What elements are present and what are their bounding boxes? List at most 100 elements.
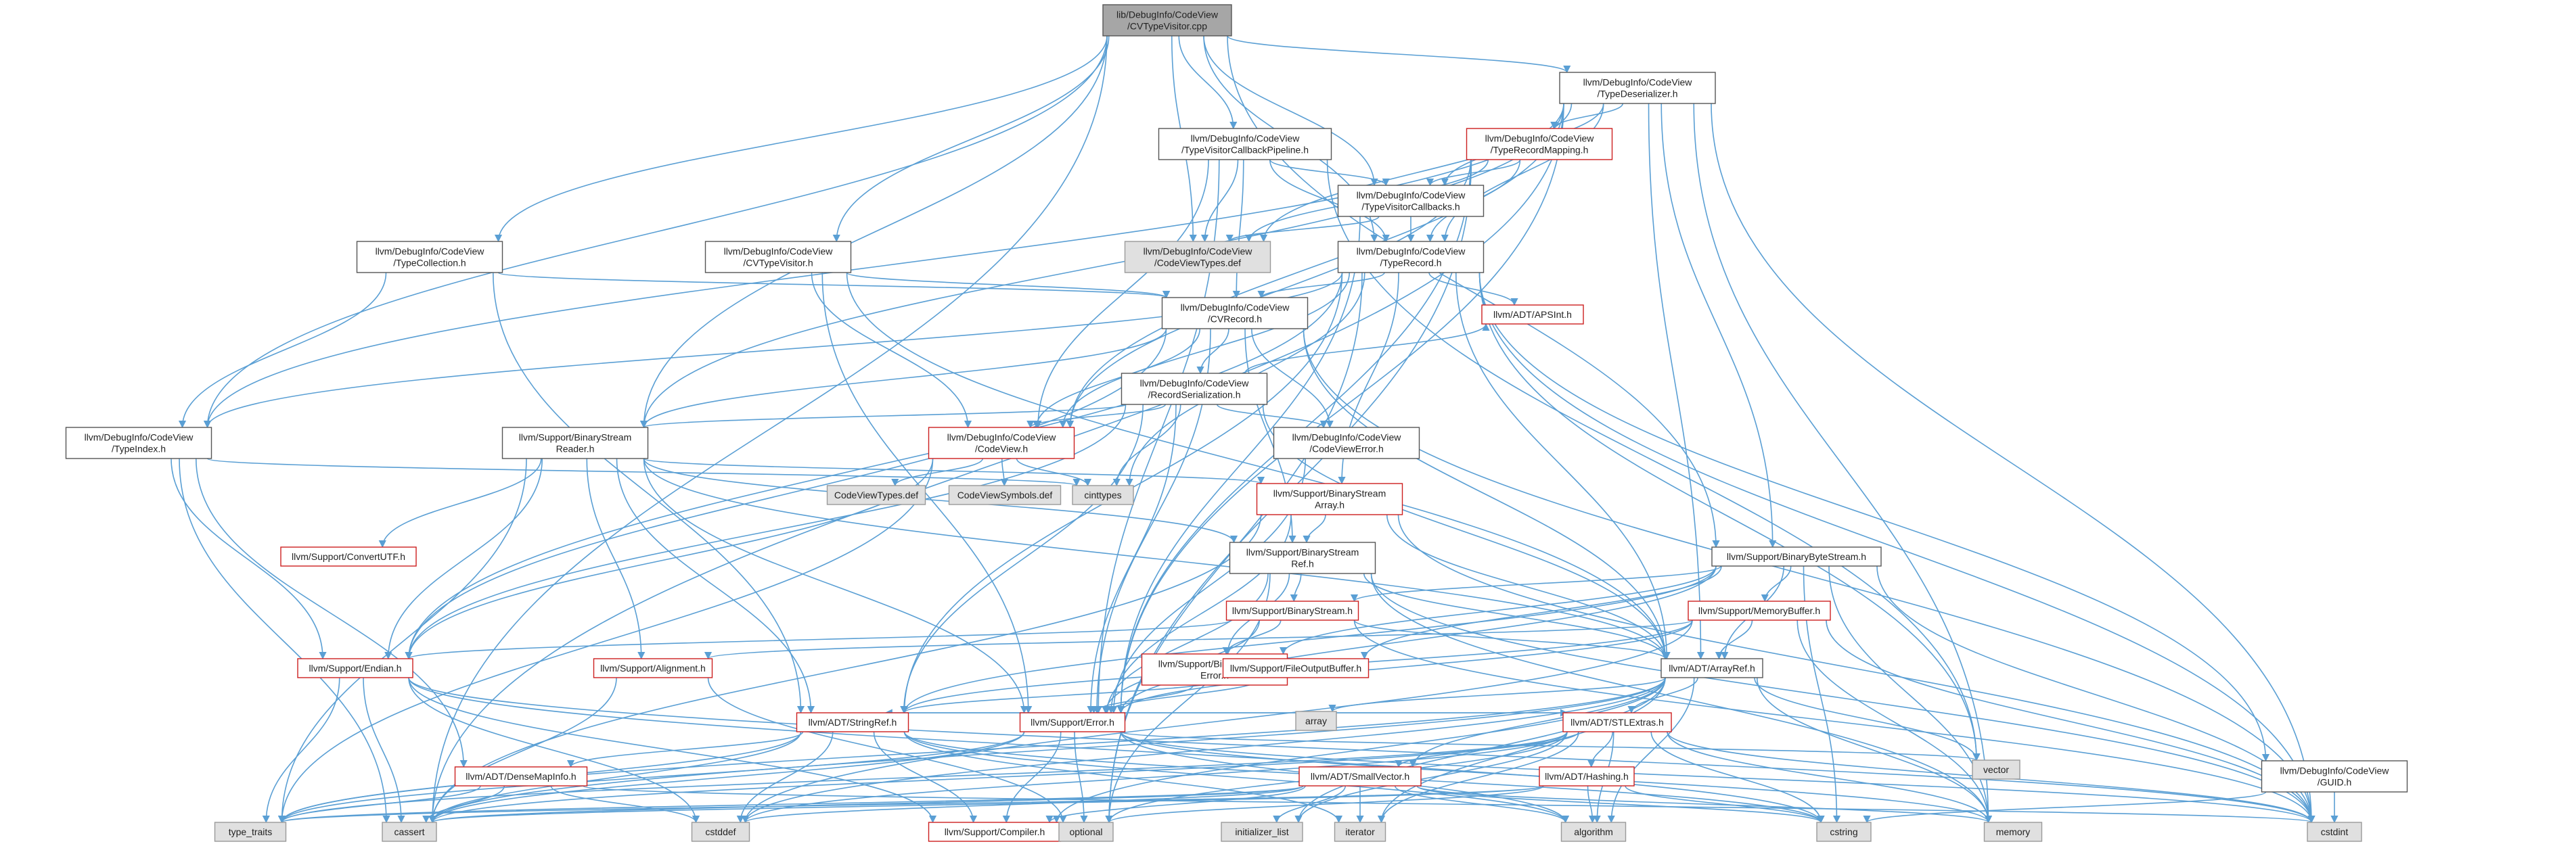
edge-BinaryStreamReader-to-Error: [643, 458, 1029, 714]
edge-ArrayRef-to-vector: [1754, 677, 1981, 761]
node-MemoryBuffer[interactable]: llvm/Support/MemoryBuffer.h: [1688, 601, 1831, 621]
node-TypeVisitorCallbacks-label-line: llvm/DebugInfo/CodeView: [1357, 190, 1466, 201]
edge-TypeCollection-to-CVRecord: [497, 272, 1170, 299]
node-APSInt[interactable]: llvm/ADT/APSInt.h: [1481, 304, 1584, 325]
node-CVRecord-label-line: /CVRecord.h: [1208, 314, 1262, 325]
edge-BinaryStream-to-cstdint: [1353, 619, 2315, 824]
node-cstddef: cstddef: [691, 822, 750, 842]
node-vector-label-line: vector: [1983, 764, 2009, 775]
node-TypeRecord[interactable]: llvm/DebugInfo/CodeView/TypeRecord.h: [1337, 241, 1485, 273]
edge-SmallVector-to-algorithm: [1394, 785, 1569, 824]
node-TypeRecord-box: [1337, 241, 1485, 273]
node-BinaryStreamRef-label-line: llvm/Support/BinaryStream: [1246, 547, 1359, 558]
node-TypeDeserializer-box: [1559, 72, 1716, 104]
node-CodeViewTypesDef-box: [826, 485, 926, 505]
node-ArrayRef[interactable]: llvm/ADT/ArrayRef.h: [1660, 658, 1763, 678]
edge-BinaryStreamReader-to-ArrayRef: [643, 458, 1669, 660]
node-GUID-label-line: /GUID.h: [2318, 777, 2352, 788]
node-Alignment[interactable]: llvm/Support/Alignment.h: [593, 658, 713, 678]
edge-MemoryBuffer-to-Alignment: [704, 619, 1693, 660]
edge-BinaryStreamArray-to-cstdint: [1397, 514, 2315, 824]
node-cinttypes-label-line: cinttypes: [1084, 490, 1121, 500]
node-Endian-label-line: llvm/Support/Endian.h: [309, 663, 402, 674]
edge-root-to-BinaryStreamReader: [639, 35, 1108, 429]
edge-CVRecord-to-Endian: [405, 328, 1167, 660]
edge-BinaryStreamRef-to-BinaryStream: [1290, 573, 1302, 603]
node-CodeView[interactable]: llvm/DebugInfo/CodeView/CodeView.h: [928, 427, 1075, 459]
node-BinaryStream-label-line: llvm/Support/BinaryStream.h: [1232, 605, 1353, 616]
node-TypeDeserializer-label-line: /TypeDeserializer.h: [1597, 89, 1677, 99]
node-layer: lib/DebugInfo/CodeView/CVTypeVisitor.cpp…: [65, 4, 2408, 842]
node-BinaryStream[interactable]: llvm/Support/BinaryStream.h: [1225, 601, 1359, 621]
edge-DenseMapInfo-to-cstddef: [550, 785, 700, 824]
node-RecordSerialization[interactable]: llvm/DebugInfo/CodeView/RecordSerializat…: [1121, 373, 1268, 405]
node-CodeViewSymbolsDef-label-line: CodeViewSymbols.def: [957, 490, 1053, 500]
node-BinaryByteStream[interactable]: llvm/Support/BinaryByteStream.h: [1711, 546, 1882, 567]
edge-TypeDeserializer-to-TypeIndex: [203, 103, 1564, 429]
edge-CVRecord-to-ArrayRef: [1303, 328, 1669, 660]
node-CVTypeVisitor[interactable]: llvm/DebugInfo/CodeView/CVTypeVisitor.h: [704, 241, 852, 273]
node-TypeVisitorCallbacks-box: [1337, 185, 1485, 217]
node-cstdint-label-line: cstdint: [2321, 826, 2349, 837]
node-CodeViewError[interactable]: llvm/DebugInfo/CodeView/CodeViewError.h: [1273, 427, 1420, 459]
edge-ArrayRef-to-algorithm: [1607, 677, 1695, 824]
edge-root-to-TypeVisitorCallbackPipeline: [1178, 35, 1238, 130]
node-cstdint: cstdint: [2307, 822, 2362, 842]
edge-TypeRecord-to-CodeView: [1059, 272, 1351, 429]
node-TypeCollection[interactable]: llvm/DebugInfo/CodeView/TypeCollection.h: [356, 241, 503, 273]
edge-DenseMapInfo-to-type_traits: [278, 785, 481, 824]
node-STLExtras[interactable]: llvm/ADT/STLExtras.h: [1562, 712, 1672, 732]
edge-TypeIndex-to-cinttypes: [206, 458, 1080, 487]
node-cassert: cassert: [382, 822, 437, 842]
node-iterator-label-line: iterator: [1345, 826, 1375, 837]
node-CVRecord[interactable]: llvm/DebugInfo/CodeView/CVRecord.h: [1161, 297, 1309, 329]
node-Error[interactable]: llvm/Support/Error.h: [1019, 712, 1126, 732]
node-array-box: [1295, 711, 1337, 731]
node-SmallVector[interactable]: llvm/ADT/SmallVector.h: [1298, 766, 1422, 787]
edge-Hashing-to-type_traits: [278, 785, 1544, 824]
node-TypeVisitorCallbacks[interactable]: llvm/DebugInfo/CodeView/TypeVisitorCallb…: [1337, 185, 1485, 217]
edge-SmallVector-to-initializer_list: [1273, 785, 1347, 824]
edge-STLExtras-to-iterator: [1377, 731, 1579, 824]
node-FileOutputBuffer[interactable]: llvm/Support/FileOutputBuffer.h: [1222, 658, 1370, 678]
node-root[interactable]: lib/DebugInfo/CodeView/CVTypeVisitor.cpp: [1102, 4, 1232, 37]
node-BinaryStreamReader-box: [501, 427, 649, 459]
node-APSInt-box: [1481, 304, 1584, 325]
node-initializer_list: initializer_list: [1221, 822, 1303, 842]
node-cinttypes-box: [1072, 485, 1134, 505]
node-FileOutputBuffer-label-line: llvm/Support/FileOutputBuffer.h: [1230, 663, 1361, 674]
edge-RecordSerialization-to-BinaryStreamReader: [640, 404, 1127, 429]
edge-CodeView-to-cinttypes: [1016, 458, 1092, 487]
edge-TypeDeserializer-to-TypeRecord: [1441, 103, 1604, 243]
node-BinaryStreamError-label-line: Error.h: [1200, 670, 1229, 681]
node-CodeViewSymbolsDef-box: [948, 485, 1062, 505]
node-Hashing[interactable]: llvm/ADT/Hashing.h: [1539, 766, 1635, 787]
node-GUID[interactable]: llvm/DebugInfo/CodeView/GUID.h: [2261, 760, 2408, 793]
node-STLExtras-box: [1562, 712, 1672, 732]
edge-CVTypeVisitor-to-CVRecord: [846, 272, 1171, 299]
node-Endian[interactable]: llvm/Support/Endian.h: [297, 658, 413, 678]
node-TypeVisitorCallbackPipeline[interactable]: llvm/DebugInfo/CodeView/TypeVisitorCallb…: [1158, 128, 1332, 160]
node-CodeViewSymbolsDef: CodeViewSymbols.def: [948, 485, 1062, 505]
node-Compiler[interactable]: llvm/Support/Compiler.h: [928, 822, 1062, 842]
node-TypeRecordMapping[interactable]: llvm/DebugInfo/CodeView/TypeRecordMappin…: [1466, 128, 1613, 160]
node-TypeRecord-label-line: llvm/DebugInfo/CodeView: [1357, 246, 1466, 257]
edge-BinaryByteStream-to-FileOutputBuffer: [1360, 565, 1722, 660]
node-DenseMapInfo[interactable]: llvm/ADT/DenseMapInfo.h: [454, 766, 588, 787]
node-ConvertUTF[interactable]: llvm/Support/ConvertUTF.h: [280, 546, 417, 567]
node-TypeIndex[interactable]: llvm/DebugInfo/CodeView/TypeIndex.h: [65, 427, 212, 459]
edge-BinaryStreamRef-to-Error: [1103, 573, 1269, 714]
edge-DenseMapInfo-to-cstdint: [582, 785, 2315, 824]
node-MemoryBuffer-box: [1688, 601, 1831, 621]
node-TypeDeserializer[interactable]: llvm/DebugInfo/CodeView/TypeDeserializer…: [1559, 72, 1716, 104]
edge-MemoryBuffer-to-Error: [1117, 619, 1693, 714]
node-Error-label-line: llvm/Support/Error.h: [1031, 717, 1114, 728]
node-TypeVisitorCallbacks-label-line: /TypeVisitorCallbacks.h: [1361, 202, 1460, 212]
edge-root-to-BinaryByteStream: [1227, 35, 1720, 548]
node-StringRef[interactable]: llvm/ADT/StringRef.h: [796, 712, 909, 732]
edge-TypeDeserializer-to-TypeRecordMapping: [1550, 103, 1624, 130]
